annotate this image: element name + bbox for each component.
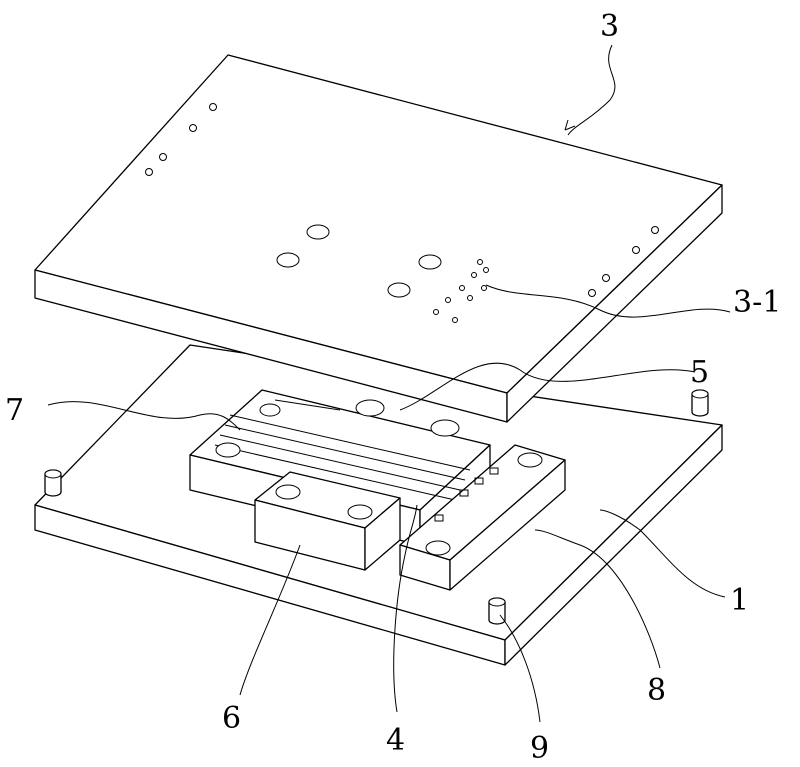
block-8 bbox=[399, 444, 566, 591]
label-9: 9 bbox=[530, 731, 549, 766]
label-5: 5 bbox=[690, 355, 709, 390]
label-7: 7 bbox=[5, 393, 24, 428]
label-4: 4 bbox=[386, 723, 405, 758]
top-plate bbox=[34, 54, 723, 423]
label-8: 8 bbox=[647, 673, 666, 708]
label-1: 1 bbox=[730, 583, 749, 618]
top-plate-holes bbox=[145, 103, 659, 323]
label-3-1: 3-1 bbox=[733, 285, 781, 320]
block-6 bbox=[254, 471, 401, 571]
label-6: 6 bbox=[222, 701, 241, 736]
label-3: 3 bbox=[600, 9, 619, 44]
leader-lines bbox=[47, 44, 731, 723]
guide-pins bbox=[44, 389, 709, 625]
